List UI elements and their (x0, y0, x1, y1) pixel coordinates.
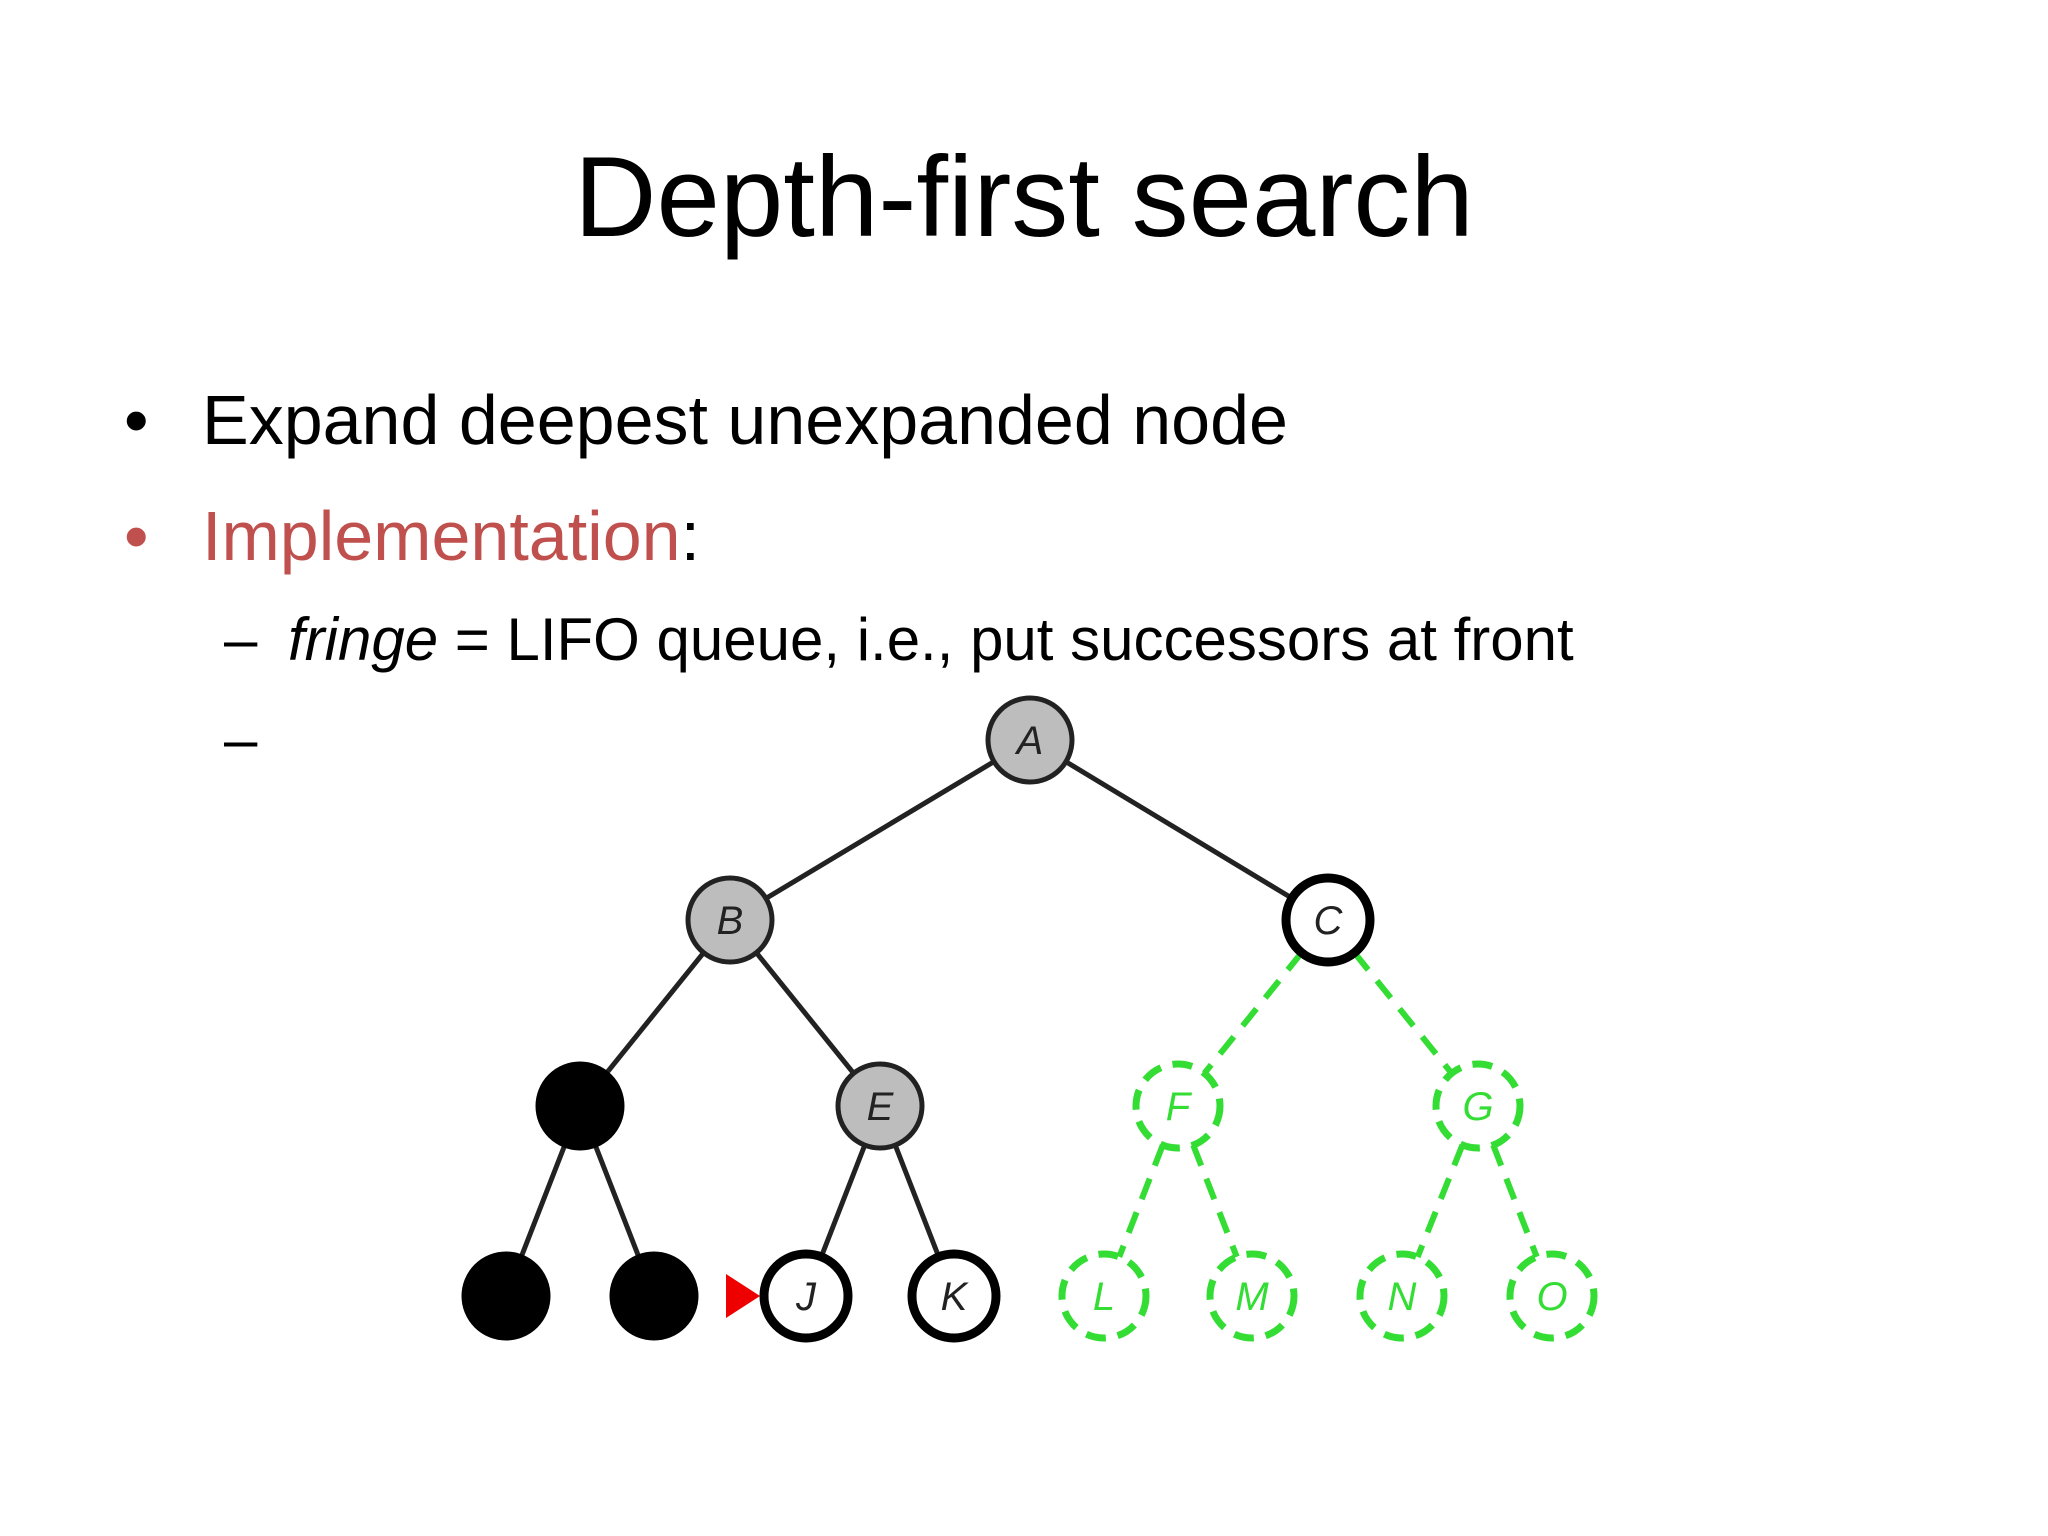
tree-node-j: J (759, 1249, 853, 1343)
bullet-expand: • Expand deepest unexpanded node (124, 378, 1288, 462)
tree-node-l: L (1058, 1250, 1150, 1342)
tree-edge-E-J (818, 1144, 868, 1258)
node-circle (1506, 1250, 1598, 1342)
tree-edge-B-E (754, 951, 856, 1075)
tree-node-k: K (907, 1249, 1001, 1343)
tree-node-o: O (1506, 1250, 1598, 1342)
bullet-text-rest: : (680, 497, 701, 575)
node-circle (535, 1061, 625, 1151)
node-circle (461, 1251, 551, 1341)
tree-nodes: A B C E F G J K L M N O (461, 695, 1598, 1343)
tree-edge-D-H (518, 1144, 568, 1258)
node-circle (985, 695, 1075, 785)
tree-node-g: G (1432, 1060, 1524, 1152)
node-circle (759, 1249, 853, 1343)
node-circle (609, 1251, 699, 1341)
node-circle (1281, 873, 1375, 967)
node-label: L (1093, 1275, 1115, 1319)
current-node-pointer (726, 1274, 760, 1318)
node-circle (1058, 1250, 1150, 1342)
sub-bullet-marker: – (224, 706, 258, 773)
node-circle (1432, 1060, 1524, 1152)
tree-node-h (461, 1251, 551, 1341)
node-label: O (1536, 1275, 1567, 1319)
node-label: K (941, 1275, 970, 1319)
node-label: M (1235, 1275, 1269, 1319)
bullet-accent-text: Implementation (202, 497, 681, 575)
tree-node-c: C (1281, 873, 1375, 967)
sub-bullet-italic: fringe (288, 606, 439, 673)
tree-node-i (609, 1251, 699, 1341)
tree-edge-B-D (604, 951, 706, 1075)
node-circle (907, 1249, 1001, 1343)
slide-title: Depth-first search (574, 134, 1474, 261)
tree-edges (518, 759, 1540, 1259)
tree-edge-C-G (1352, 950, 1454, 1076)
sub-bullet-marker: – (224, 606, 258, 673)
bullet-marker: • (124, 381, 149, 459)
node-circle (835, 1061, 925, 1151)
node-label: G (1462, 1085, 1493, 1129)
tree-edge-G-O (1490, 1144, 1540, 1258)
tree-edge-E-K (892, 1144, 942, 1258)
tree-node-n: N (1356, 1250, 1448, 1342)
sub-bullet-rest: = LIFO queue, i.e., put successors at fr… (438, 606, 1574, 673)
node-label: E (867, 1085, 895, 1129)
tree-edge-A-B (764, 759, 996, 901)
node-circle (1132, 1060, 1224, 1152)
bullet-text: Expand deepest unexpanded node (202, 381, 1288, 459)
bullet-implementation: • Implementation: (124, 494, 700, 578)
tree-edge-C-F (1202, 950, 1304, 1076)
node-label: F (1166, 1085, 1193, 1129)
tree-node-a: A (985, 695, 1075, 785)
tree-edge-G-N (1414, 1143, 1466, 1259)
node-circle (1356, 1250, 1448, 1342)
tree-edge-F-L (1116, 1144, 1166, 1258)
sub-bullet-fringe: –fringe = LIFO queue, i.e., put successo… (224, 604, 1574, 676)
tree-node-m: M (1206, 1250, 1298, 1342)
tree-edge-A-C (1064, 759, 1294, 901)
node-label: A (1015, 719, 1044, 763)
tree-node-d (535, 1061, 625, 1151)
tree-node-e: E (835, 1061, 925, 1151)
tree-node-f: F (1132, 1060, 1224, 1152)
node-circle (1206, 1250, 1298, 1342)
bullet-marker: • (124, 497, 149, 575)
node-label: N (1388, 1275, 1417, 1319)
node-circle (685, 875, 775, 965)
node-label: B (717, 899, 744, 943)
node-label: C (1314, 899, 1344, 943)
sub-bullet-empty: – (224, 704, 288, 776)
tree-edge-F-M (1190, 1144, 1240, 1258)
node-label: J (795, 1275, 817, 1319)
tree-node-b: B (685, 875, 775, 965)
tree-edge-D-I (592, 1144, 642, 1258)
current-node-arrow-icon (726, 1274, 760, 1318)
